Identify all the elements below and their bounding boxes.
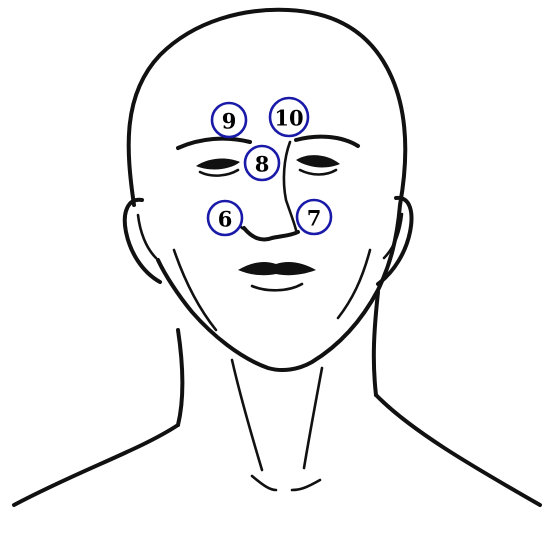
left-neck-tendon bbox=[232, 360, 262, 470]
left-eye-lower bbox=[200, 170, 238, 176]
right-eye-lower bbox=[300, 170, 336, 175]
left-shoulder bbox=[14, 425, 178, 505]
head-outline bbox=[129, 10, 406, 370]
left-collarbone bbox=[252, 476, 276, 490]
marker-9: 9 bbox=[212, 103, 246, 137]
left-ear bbox=[125, 200, 160, 282]
neck-left bbox=[178, 330, 183, 425]
marker-8-label: 8 bbox=[255, 152, 270, 177]
lower-lip bbox=[252, 284, 302, 290]
nose-base bbox=[244, 228, 298, 240]
mouth bbox=[238, 262, 316, 275]
left-ear-inner bbox=[138, 215, 156, 258]
marker-10-label: 10 bbox=[274, 106, 303, 131]
right-neck-tendon bbox=[304, 368, 322, 468]
marker-10: 10 bbox=[270, 98, 308, 136]
marker-7-label: 7 bbox=[307, 206, 322, 231]
left-eyebrow bbox=[178, 139, 250, 148]
right-eye bbox=[296, 155, 340, 167]
marker-9-label: 9 bbox=[222, 109, 237, 134]
marker-6: 6 bbox=[208, 201, 242, 235]
neck-right bbox=[374, 292, 378, 395]
right-shoulder bbox=[376, 395, 540, 505]
left-eye bbox=[196, 159, 240, 170]
marker-7: 7 bbox=[297, 200, 331, 234]
right-eyebrow bbox=[296, 137, 358, 146]
nose-bridge bbox=[284, 142, 296, 230]
marker-8: 8 bbox=[245, 146, 279, 180]
marker-6-label: 6 bbox=[218, 207, 233, 232]
right-collarbone bbox=[292, 480, 320, 490]
